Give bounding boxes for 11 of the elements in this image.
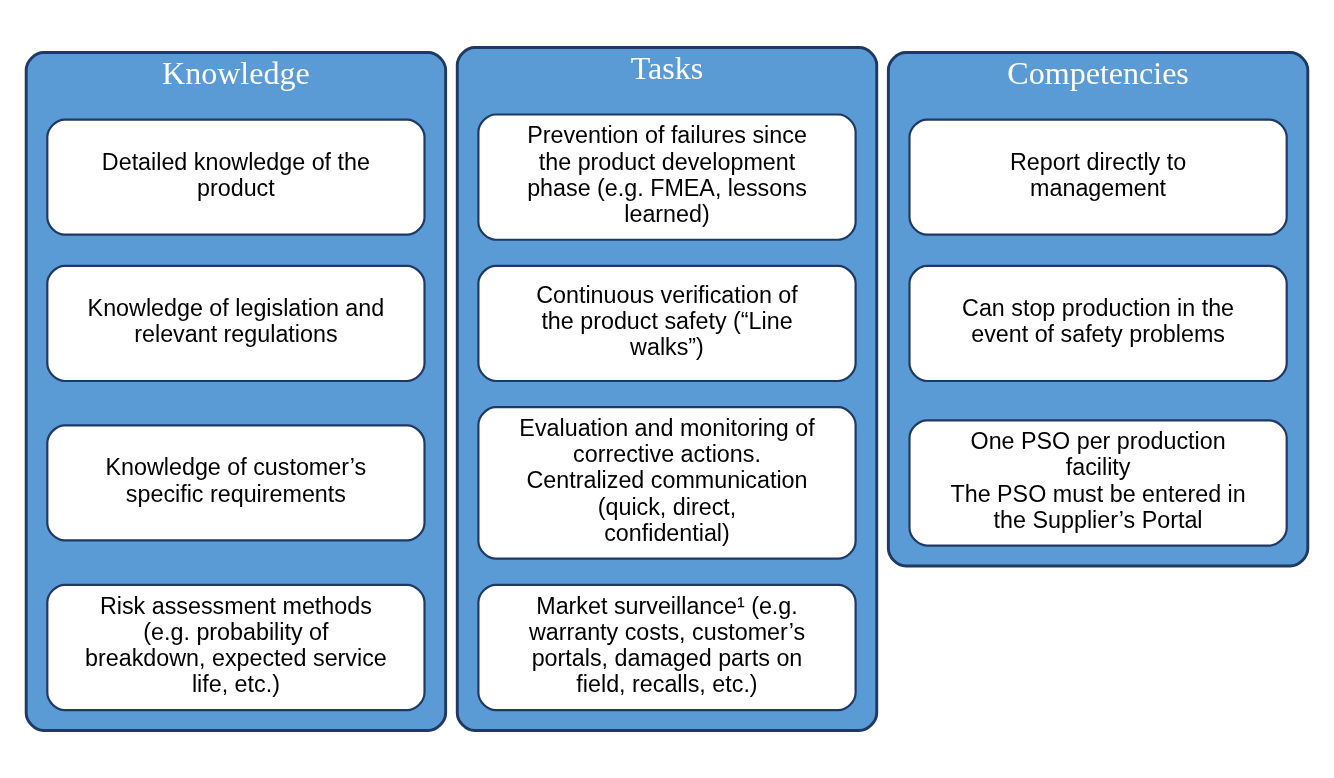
node-box: Knowledge of legislation and relevant regulations xyxy=(46,264,426,383)
node-box: Detailed knowledge of the product xyxy=(46,118,426,236)
node-box: Report directly to management xyxy=(908,118,1288,236)
node-box: Risk assessment methods (e.g. probability of breakdown, expected service life, etc.) xyxy=(46,583,426,712)
node-box: Prevention of failures since the product development phase (e.g. FMEA, lessons learned) xyxy=(477,113,857,241)
node-box: Market surveillance¹ (e.g. warranty costs, customer’s portals, damaged parts on field, recalls, etc.) xyxy=(477,583,857,712)
node-box: Evaluation and monitoring of corrective actions. Centralized communication (quick, direct, confidential) xyxy=(477,406,857,560)
node-box: Knowledge of customer’s specific requirements xyxy=(46,424,426,542)
node-box: One PSO per production facility The PSO must be entered in the Supplier’s Portal xyxy=(908,419,1288,547)
node-box: Can stop production in the event of safety problems xyxy=(908,264,1288,383)
node-box: Continuous verification of the product safety (“Line walks”) xyxy=(477,264,857,383)
